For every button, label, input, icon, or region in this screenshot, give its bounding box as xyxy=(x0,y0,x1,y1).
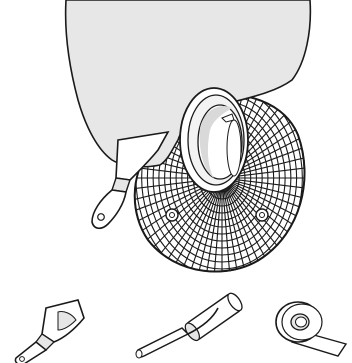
spatula-icon xyxy=(15,300,84,363)
tools-row xyxy=(15,291,346,363)
drain-outlet-icon xyxy=(180,88,248,192)
paint-roller-icon xyxy=(136,291,245,358)
tape-roll-icon xyxy=(276,302,346,356)
